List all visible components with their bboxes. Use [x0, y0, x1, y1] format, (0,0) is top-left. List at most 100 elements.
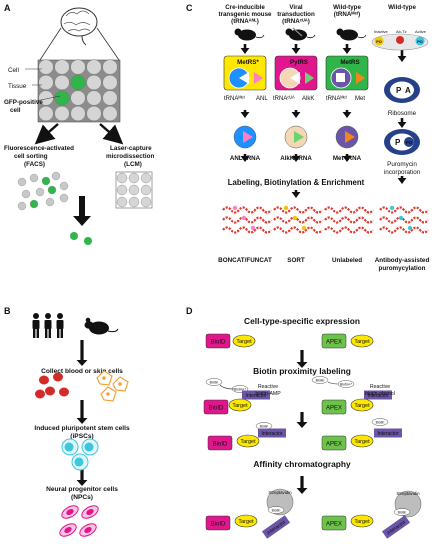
bioid-label: BioID — [209, 406, 224, 412]
blood-cell — [39, 375, 49, 385]
target-protein — [228, 398, 252, 412]
label-biotin-amp: biotin-AMP — [255, 391, 281, 397]
person-leg — [57, 329, 60, 338]
panel-label-c: C — [186, 3, 193, 13]
target-label: Target — [354, 339, 370, 345]
puromycin-in-a-site: PO — [406, 140, 413, 145]
person-head — [45, 313, 51, 319]
heading-cell-type-expression: Cell-type-specific expression — [244, 316, 360, 326]
label-reactive-amp: Reactive — [258, 384, 278, 390]
biotin-label: Biotin — [210, 381, 219, 385]
apex-enzyme — [321, 399, 347, 415]
biotin-label: Biotin — [376, 421, 385, 425]
interactor-group: Interactor — [258, 428, 286, 438]
person-leg — [48, 329, 51, 338]
column-header: Wild-type — [388, 4, 416, 11]
ipsc-nucleus — [84, 442, 94, 452]
bioid-enzyme — [205, 333, 231, 349]
arrow-head — [76, 418, 88, 424]
skin-nucleus — [106, 392, 110, 396]
trna-label: tRNAᴹᵉᵗ — [326, 95, 348, 102]
aa-label: Met — [355, 96, 365, 102]
tissue-cell — [38, 90, 54, 106]
method-label: puromycylation — [379, 265, 426, 272]
label-incorporation: incorporation — [384, 169, 421, 176]
apex-enzyme — [321, 333, 347, 349]
gfp-cell — [54, 90, 70, 106]
column-header: transduction — [277, 11, 315, 18]
sorted-cell — [21, 189, 31, 199]
column-header: (tRNAᴬᴺᴸ) — [231, 17, 259, 25]
arrow-head — [397, 56, 407, 62]
skin-nucleus — [118, 382, 122, 386]
column-header: Cre-inducible — [225, 4, 265, 11]
protein-chain — [379, 206, 429, 214]
label-tag — [398, 215, 404, 221]
target-label: Target — [238, 519, 254, 525]
npc-nucleus — [84, 526, 92, 534]
tissue-grid — [37, 59, 121, 123]
bioid-enzyme — [205, 515, 231, 531]
label-tag — [292, 215, 298, 221]
interactor-group: Interactor — [374, 428, 402, 438]
p-site-label: P — [395, 138, 401, 147]
amino-acid-icon — [305, 72, 314, 84]
arrow-head — [291, 156, 301, 162]
sorted-cell — [17, 177, 27, 187]
gfp-cell — [29, 199, 39, 209]
lcm-cell — [128, 184, 140, 196]
apex-enzyme — [321, 515, 347, 531]
syringe-icon — [292, 27, 303, 37]
lcm-cell — [116, 172, 128, 184]
trna-label: tRNAᶜᵁᴬ — [273, 94, 295, 102]
skin-nucleus — [102, 376, 106, 380]
label-tag — [389, 205, 395, 211]
target-protein — [234, 514, 258, 528]
arrow-head — [342, 156, 352, 162]
facs-label-1: Fluorescence-activated — [4, 145, 74, 152]
npc-nucleus — [86, 508, 94, 516]
target-protein — [350, 514, 374, 528]
skin-cells — [96, 370, 129, 402]
tissue-cell — [38, 74, 54, 91]
arrow-head — [342, 112, 352, 118]
panel-label-a: A — [4, 3, 11, 13]
charged-trna-label: Met-tRNA — [333, 155, 362, 162]
charged-trna-label: ANL-tRNA — [230, 155, 261, 162]
protein-chain — [324, 226, 374, 234]
target-label: Target — [240, 439, 256, 445]
biotin-label: Biotin+* — [234, 388, 247, 392]
heading-biotin-labeling: Biotin proximity labeling — [253, 366, 351, 376]
interactor-protein — [364, 390, 392, 400]
label-leaders — [25, 68, 61, 102]
charged-aa — [294, 131, 304, 143]
label-tag — [301, 225, 307, 231]
sorted-cell — [51, 171, 61, 181]
label-cell: Cell — [8, 67, 19, 74]
target-protein — [232, 334, 256, 348]
sorted-cell — [29, 173, 39, 183]
sorted-cell — [45, 197, 55, 207]
interactor-label: Interactor — [367, 393, 388, 399]
interactor-label: Interactor — [261, 431, 282, 437]
biotin-icon — [311, 376, 329, 384]
label-inactive: Inactive — [374, 29, 389, 34]
tissue-cell — [86, 74, 102, 91]
apex-label: APEX — [326, 340, 342, 346]
sorted-cell — [35, 187, 45, 197]
arrow-head — [397, 178, 407, 184]
tissue-cell — [86, 90, 102, 106]
biotin-icon — [205, 378, 223, 386]
arrow-head — [240, 48, 250, 54]
arrow-head — [240, 156, 250, 162]
target-label: Target — [236, 339, 252, 345]
target-protein — [236, 434, 260, 448]
biotin-label: Biotin — [260, 425, 269, 429]
arrow-head — [291, 48, 301, 54]
method-label: SORT — [287, 257, 305, 264]
tissue-cell — [54, 74, 70, 91]
label-tag — [283, 205, 289, 211]
gfp-cell-result — [70, 232, 78, 240]
